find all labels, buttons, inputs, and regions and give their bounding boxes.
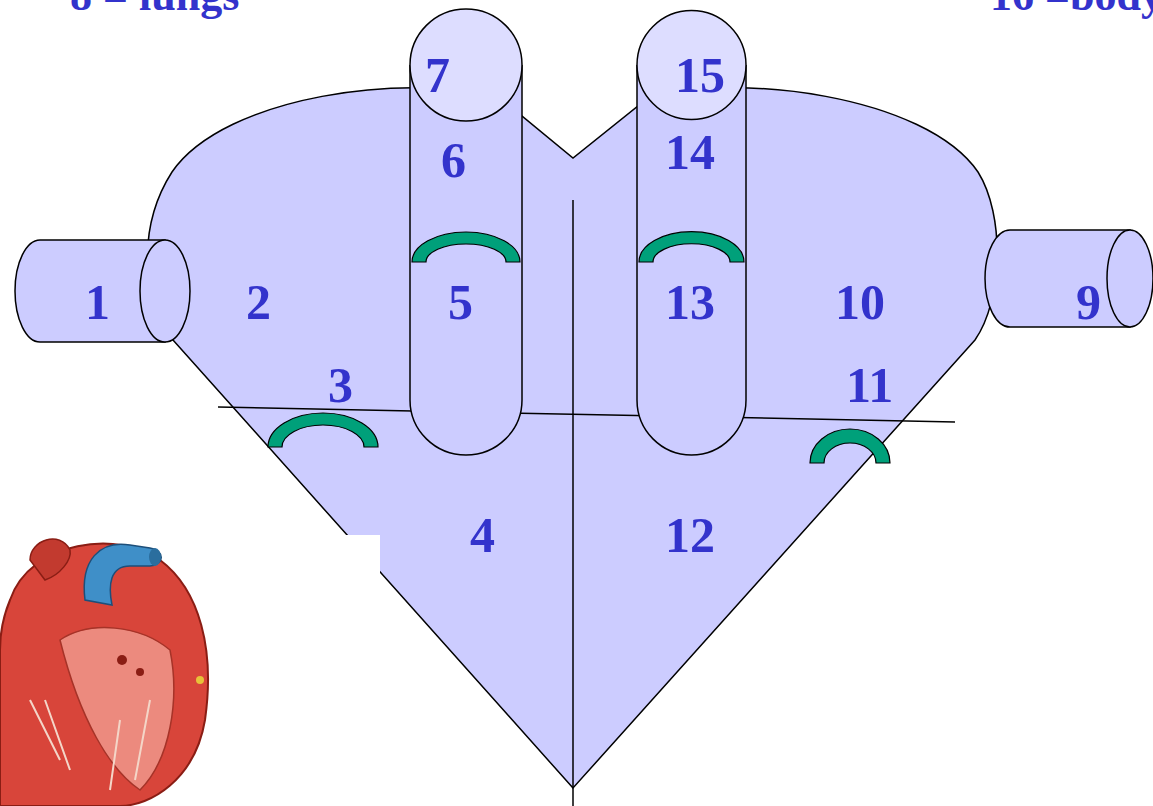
- callout-number: 10: [835, 277, 885, 327]
- artery-tube: [410, 65, 522, 455]
- callout-number: 13: [665, 277, 715, 327]
- septum-line: [572, 200, 574, 806]
- key-note: 8 = lungs: [70, 0, 239, 18]
- callout-number: 9: [1076, 277, 1101, 327]
- valve: [268, 413, 378, 447]
- heart-illustration: [0, 539, 208, 806]
- valve: [412, 232, 520, 262]
- callout-number: 5: [448, 277, 473, 327]
- callout-number: 15: [675, 50, 725, 100]
- callout-number: 11: [846, 360, 893, 410]
- tube-end: [410, 9, 522, 121]
- callout-number: 6: [441, 135, 466, 185]
- valve: [639, 232, 744, 262]
- callout-number: 7: [425, 50, 450, 100]
- callout-number: 2: [246, 277, 271, 327]
- callout-number: 12: [665, 510, 715, 560]
- tube-end: [637, 11, 746, 120]
- tube-end: [1107, 230, 1153, 327]
- callout-number: 3: [328, 360, 353, 410]
- white-patch: [340, 535, 380, 580]
- tube-end: [140, 240, 190, 342]
- valve: [810, 429, 890, 463]
- artery-tube: [637, 65, 746, 455]
- callout-number: 14: [665, 127, 715, 177]
- callout-number: 4: [470, 510, 495, 560]
- callout-number: 1: [85, 277, 110, 327]
- key-note: 16 =body: [990, 0, 1153, 18]
